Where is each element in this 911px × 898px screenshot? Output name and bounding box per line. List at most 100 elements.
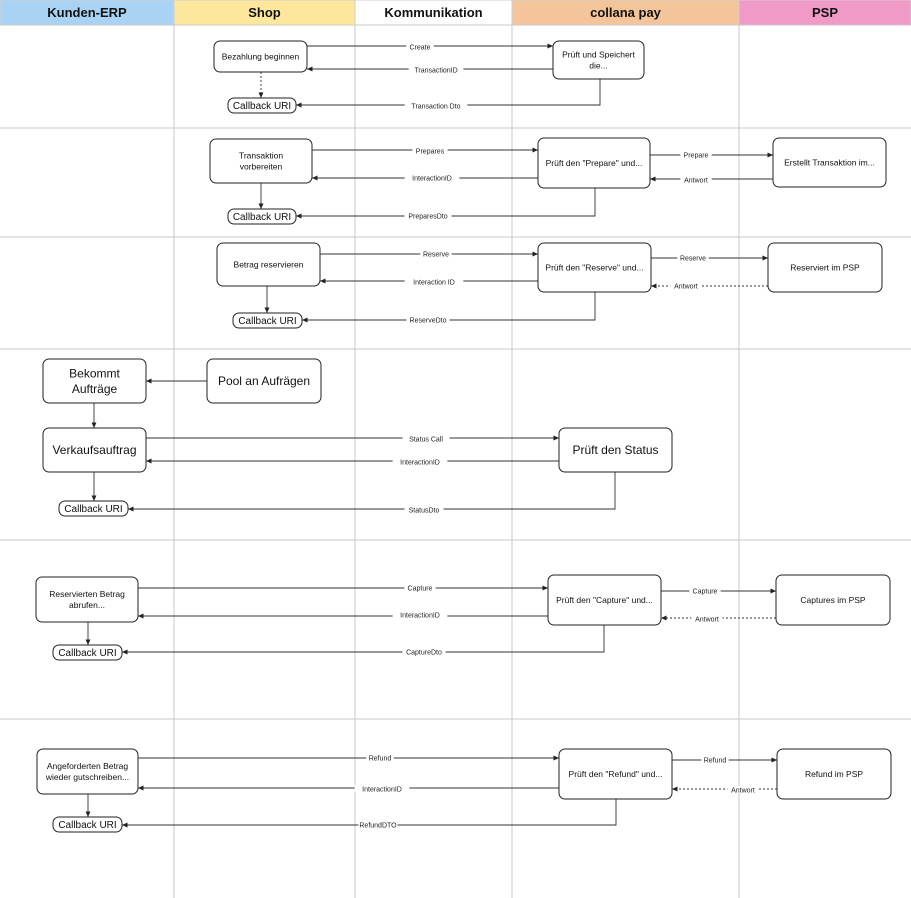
node-layer: Bezahlung beginnen Prüft und Speichertdie… bbox=[35, 40, 892, 833]
edge-arrow bbox=[122, 799, 617, 828]
node-label: Aufträge bbox=[72, 382, 118, 396]
node-box bbox=[772, 137, 887, 188]
edge-label: Antwort bbox=[684, 177, 708, 184]
edge-label: ReserveDto bbox=[410, 317, 447, 324]
edge-label: Refund bbox=[369, 755, 392, 762]
node-callback-4[interactable]: Callback URI bbox=[58, 500, 129, 517]
node-label: Reserviert im PSP bbox=[790, 262, 860, 272]
edge-label-bg bbox=[404, 174, 460, 181]
node-box bbox=[58, 500, 129, 517]
edge-label-bg bbox=[392, 458, 448, 465]
node-label: vorbereiten bbox=[240, 162, 283, 172]
node-label: Betrag reservieren bbox=[234, 259, 304, 269]
node-box bbox=[767, 242, 883, 293]
node-prueft-prepare[interactable]: Prüft den "Prepare" und... bbox=[537, 137, 651, 189]
node-label: Prüft den "Reserve" und... bbox=[545, 262, 643, 272]
node-callback-1[interactable]: Callback URI bbox=[227, 97, 297, 114]
node-label: Callback URI bbox=[233, 212, 291, 223]
edge-label-bg bbox=[404, 584, 436, 591]
edge-label: PreparesDto bbox=[408, 213, 447, 220]
node-label: Callback URI bbox=[238, 316, 296, 327]
node-box bbox=[232, 312, 303, 329]
node-prueft-reserve[interactable]: Prüft den "Reserve" und... bbox=[537, 242, 652, 293]
edge-label: Reserve bbox=[680, 255, 706, 262]
edge-arrow bbox=[122, 625, 605, 655]
node-box bbox=[552, 40, 645, 80]
lane-header-label: Kommunikation bbox=[384, 5, 482, 20]
node-box bbox=[547, 574, 662, 626]
edge-label-bg bbox=[406, 43, 434, 50]
edge-label: Antwort bbox=[731, 787, 755, 794]
lane-header-label: collana pay bbox=[590, 5, 662, 20]
node-box bbox=[227, 208, 297, 225]
lane-header-label: Shop bbox=[248, 5, 281, 20]
node-box bbox=[213, 40, 308, 73]
node-pool-anfragen[interactable]: Pool an Aufrägen bbox=[206, 358, 322, 404]
node-label: Erstellt Transaktion im... bbox=[784, 157, 875, 167]
node-box bbox=[537, 137, 651, 189]
edge-label-bg bbox=[404, 212, 452, 219]
node-prueft-status[interactable]: Prüft den Status bbox=[558, 427, 673, 473]
node-box bbox=[36, 748, 139, 795]
node-verkaufsauftrag[interactable]: Verkaufsauftrag bbox=[42, 427, 147, 473]
edge-label: Capture bbox=[693, 588, 718, 595]
node-erstellt-transaktion[interactable]: Erstellt Transaktion im... bbox=[772, 137, 887, 188]
edge-label: InteractionID bbox=[362, 786, 402, 793]
node-label: Bezahlung beginnen bbox=[222, 51, 300, 61]
node-callback-6[interactable]: Callback URI bbox=[52, 816, 123, 833]
node-bezahlung[interactable]: Bezahlung beginnen bbox=[213, 40, 308, 73]
node-box bbox=[35, 576, 139, 623]
edge-label-bg bbox=[402, 435, 450, 442]
edge-label: Antwort bbox=[695, 616, 719, 623]
node-refund-psp[interactable]: Refund im PSP bbox=[776, 748, 892, 800]
edge-label-bg bbox=[404, 506, 444, 513]
lane-header-collana-pay bbox=[511, 0, 740, 26]
node-prueft-speichert[interactable]: Prüft und Speichertdie... bbox=[552, 40, 645, 80]
edge-label: Antwort bbox=[674, 283, 698, 290]
node-callback-5[interactable]: Callback URI bbox=[52, 644, 123, 661]
node-label: Verkaufsauftrag bbox=[52, 443, 136, 457]
edge-label-bg bbox=[727, 786, 759, 793]
node-label: Prüft den "Capture" und... bbox=[556, 595, 653, 605]
edge-label-bg bbox=[402, 648, 446, 655]
edge-label-bg bbox=[680, 176, 712, 183]
edge-label: Reserve bbox=[423, 251, 449, 258]
node-label: Callback URI bbox=[58, 648, 116, 659]
node-label: Callback URI bbox=[233, 101, 291, 112]
edge-label: InteractionID bbox=[400, 612, 440, 619]
edge-label-bg bbox=[691, 615, 723, 622]
lane-header-label: PSP bbox=[812, 5, 838, 20]
lane-header-shop bbox=[173, 0, 356, 26]
node-label: Reservierten Betrag bbox=[49, 589, 125, 599]
edge-label: Interaction ID bbox=[413, 279, 455, 286]
edge-label: TransactionID bbox=[414, 67, 457, 74]
edge-label: Capture bbox=[408, 585, 433, 592]
node-box bbox=[52, 644, 123, 661]
node-label: Prüft den "Refund" und... bbox=[569, 769, 663, 779]
node-reservierten-betrag[interactable]: Reservierten Betragabrufen... bbox=[35, 576, 139, 623]
edge-label: Transaction Dto bbox=[411, 103, 460, 110]
node-label: wieder gutschreiben... bbox=[45, 772, 129, 782]
edge-label: Create bbox=[409, 44, 430, 51]
edge-label-bg bbox=[408, 66, 464, 73]
node-captures-psp[interactable]: Captures im PSP bbox=[775, 574, 891, 626]
node-callback-3[interactable]: Callback URI bbox=[232, 312, 303, 329]
node-prueft-refund[interactable]: Prüft den "Refund" und... bbox=[558, 748, 673, 800]
node-reserviert-psp[interactable]: Reserviert im PSP bbox=[767, 242, 883, 293]
lane-header-label: Kunden-ERP bbox=[47, 5, 127, 20]
edge-arrow bbox=[296, 79, 601, 108]
node-callback-2[interactable]: Callback URI bbox=[227, 208, 297, 225]
edge-arrow bbox=[302, 292, 596, 323]
node-prueft-capture[interactable]: Prüft den "Capture" und... bbox=[547, 574, 662, 626]
edge-arrow bbox=[127, 472, 616, 512]
node-box bbox=[206, 358, 322, 404]
edge-label-bg bbox=[701, 756, 729, 763]
edge-label-bg bbox=[677, 254, 709, 261]
node-betrag-reservieren[interactable]: Betrag reservieren bbox=[216, 242, 321, 287]
edge-label-bg bbox=[404, 102, 468, 109]
